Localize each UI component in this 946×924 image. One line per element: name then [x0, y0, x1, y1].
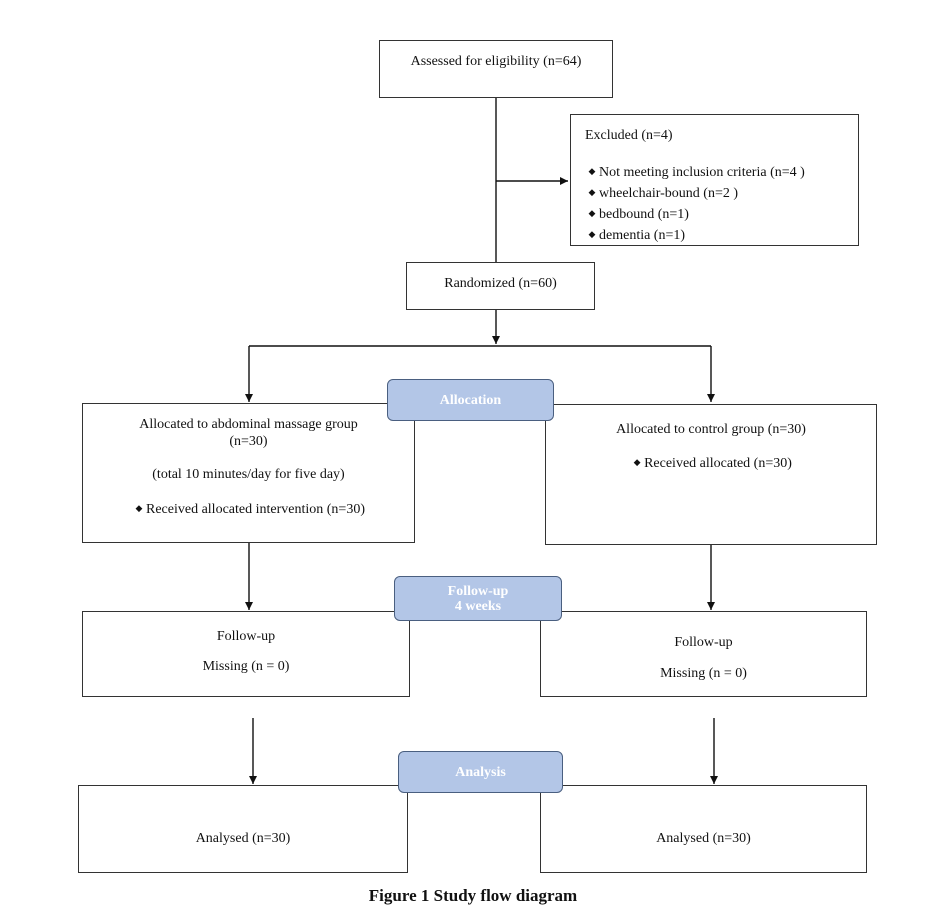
- bullet-icon: ◆: [588, 166, 596, 176]
- followup-right-label: Follow-up: [674, 635, 733, 650]
- massage-group-detail: (total 10 minutes/day for five day): [152, 467, 345, 482]
- control-group-box: Allocated to control group (n=30) ◆Recei…: [545, 404, 877, 545]
- analysed-right-box: Analysed (n=30): [540, 785, 867, 873]
- randomized-box: Randomized (n=60): [406, 262, 595, 310]
- followup-left-label: Follow-up: [216, 629, 276, 644]
- excluded-item: ◆dementia (n=1): [585, 226, 686, 244]
- assessed-text: Assessed for eligibility (n=64): [410, 54, 582, 69]
- followup-right-box: Follow-up Missing (n = 0): [540, 611, 867, 697]
- bullet-icon: ◆: [135, 503, 143, 513]
- followup-right-missing: Missing (n = 0): [660, 666, 747, 681]
- control-group-title: Allocated to control group (n=30): [616, 422, 806, 437]
- excluded-title: Excluded (n=4): [585, 128, 673, 143]
- massage-group-box: Allocated to abdominal massage group (n=…: [82, 403, 415, 543]
- followup-left-missing: Missing (n = 0): [202, 659, 290, 674]
- allocation-stage-label: Allocation: [387, 379, 554, 421]
- analysed-left-box: Analysed (n=30): [78, 785, 408, 873]
- analysed-left-text: Analysed (n=30): [195, 831, 291, 846]
- analysed-right-text: Analysed (n=30): [656, 831, 751, 846]
- figure-caption: Figure 1 Study flow diagram: [368, 886, 578, 905]
- followup-stage-label: Follow-up 4 weeks: [394, 576, 562, 621]
- excluded-item: ◆wheelchair-bound (n=2 ): [585, 184, 738, 202]
- massage-group-title: Allocated to abdominal massage group: [139, 417, 358, 432]
- excluded-box: Excluded (n=4) ◆Not meeting inclusion cr…: [570, 114, 859, 246]
- massage-group-n: (n=30): [229, 434, 268, 449]
- excluded-item: ◆bedbound (n=1): [585, 205, 689, 223]
- assessed-box: Assessed for eligibility (n=64): [379, 40, 613, 98]
- followup-left-box: Follow-up Missing (n = 0): [82, 611, 410, 697]
- control-group-received: ◆Received allocated (n=30): [546, 454, 876, 472]
- bullet-icon: ◆: [633, 457, 641, 467]
- randomized-text: Randomized (n=60): [444, 276, 557, 291]
- bullet-icon: ◆: [588, 187, 596, 197]
- excluded-item: ◆Not meeting inclusion criteria (n=4 ): [585, 163, 805, 181]
- bullet-icon: ◆: [588, 208, 596, 218]
- bullet-icon: ◆: [588, 229, 596, 239]
- analysis-stage-label: Analysis: [398, 751, 563, 793]
- massage-group-received: ◆Received allocated intervention (n=30): [83, 500, 414, 518]
